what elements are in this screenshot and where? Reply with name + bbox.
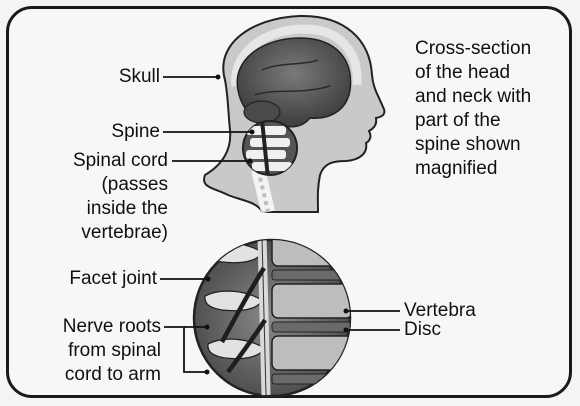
label-skull: Skull xyxy=(58,65,160,89)
caption-line-2: of the head xyxy=(415,61,565,85)
label-nerve-roots-line-2: from spinal xyxy=(26,339,161,363)
magnified-spine-circle xyxy=(194,232,352,396)
head-silhouette xyxy=(204,16,384,212)
label-spinal-cord: Spinal cord (passes inside the vertebrae… xyxy=(40,149,168,245)
label-spine: Spine xyxy=(58,120,160,144)
caption-line-5: spine shown xyxy=(415,133,565,157)
label-spinal-cord-line-4: vertebrae) xyxy=(40,221,168,245)
label-nerve-roots: Nerve roots from spinal cord to arm xyxy=(26,315,161,387)
diagram-caption: Cross-section of the head and neck with … xyxy=(415,37,565,181)
caption-line-3: and neck with xyxy=(415,85,565,109)
label-spinal-cord-line-3: inside the xyxy=(40,197,168,221)
caption-line-4: part of the xyxy=(415,109,565,133)
label-spinal-cord-line-1: Spinal cord xyxy=(40,149,168,173)
label-spinal-cord-line-2: (passes xyxy=(40,173,168,197)
label-disc: Disc xyxy=(404,318,441,342)
label-nerve-roots-line-1: Nerve roots xyxy=(26,315,161,339)
caption-line-6: magnified xyxy=(415,157,565,181)
label-nerve-roots-line-3: cord to arm xyxy=(26,363,161,387)
caption-line-1: Cross-section xyxy=(415,37,565,61)
label-facet-joint: Facet joint xyxy=(30,267,157,291)
